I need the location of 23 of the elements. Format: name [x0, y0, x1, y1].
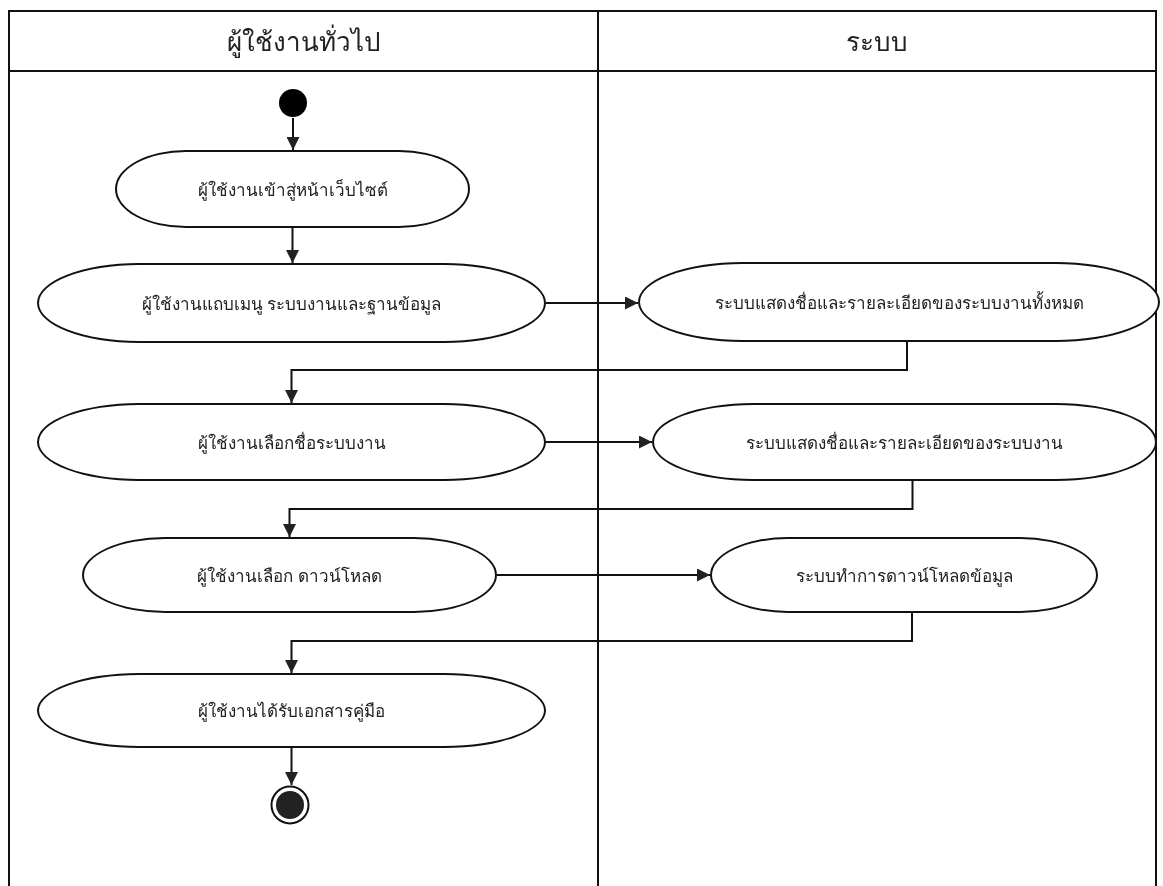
lane-title: ระบบ	[599, 12, 1155, 72]
arrow	[285, 341, 908, 404]
arrow	[285, 747, 298, 786]
arrow	[545, 435, 653, 449]
arrow	[496, 568, 711, 582]
arrow	[545, 296, 639, 310]
arrow	[285, 612, 913, 674]
swimlane	[8, 10, 599, 886]
swimlane	[597, 10, 1157, 886]
activity-label: ผู้ใช้งานเลือกชื่อระบบงาน	[197, 430, 386, 456]
arrow	[283, 480, 914, 538]
activity-label: ระบบทำการดาวน์โหลดข้อมูล	[795, 565, 1013, 589]
lane-title: ผู้ใช้งานทั่วไป	[10, 12, 597, 72]
activity-node	[638, 262, 1160, 342]
activity-node	[652, 403, 1157, 481]
activity-label: ระบบแสดงชื่อและรายละเอียดของระบบงาน	[746, 430, 1063, 455]
arrow	[286, 227, 299, 264]
activity-label: ผู้ใช้งานเข้าสู่หน้าเว็บไซต์	[197, 178, 388, 203]
activity-label: ผู้ใช้งานแถบเมนู ระบบงานและฐานข้อมูล	[141, 293, 442, 317]
activity-label: ระบบแสดงชื่อและรายละเอียดของระบบงานทั้งหมด	[714, 290, 1084, 315]
activity-label: ผู้ใช้งานได้รับเอกสารคู่มือ	[198, 700, 385, 724]
arrow	[286, 117, 300, 151]
activity-label: ผู้ใช้งานเลือก ดาวน์โหลด	[197, 565, 382, 589]
